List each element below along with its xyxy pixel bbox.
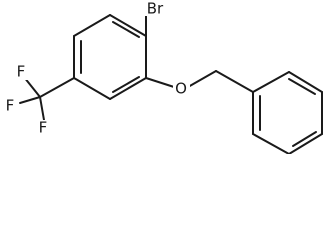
ring2-bond-b (252, 133, 290, 154)
phenyl-ring (252, 71, 323, 154)
fluorine-left-label: F (6, 97, 15, 115)
molecule-drawing: Br O F F F (3, 0, 323, 154)
c-f-left-bond (19, 96, 41, 104)
ring1-double-bond-right (112, 76, 140, 93)
o-ch2-bond (187, 70, 217, 88)
ring2-bond-c (288, 133, 323, 154)
fluorine-left-label-background (3, 98, 17, 114)
ring2-bond-f (252, 71, 290, 93)
atom-labels: Br O F F F (3, 0, 190, 137)
oxygen-label-background (173, 80, 190, 96)
ring1-bond-c3-c4 (109, 77, 147, 100)
fluorine-bottom-label-background (36, 120, 50, 136)
ring2-double-bond-top (288, 78, 316, 95)
ring1-bond-c1-c2 (109, 14, 147, 37)
oxygen-label: O (175, 80, 187, 98)
bromine-label-background (142, 0, 168, 16)
ring1-bond-c4-c5 (73, 77, 111, 100)
substituent-bonds (19, 15, 254, 121)
fluorine-top-label-background (14, 64, 28, 80)
c-o-bond (145, 77, 175, 88)
bromine-label: Br (147, 0, 164, 18)
ch2-phenyl-bond (215, 70, 254, 93)
substituted-benzene-ring (73, 14, 147, 100)
ring1-bond-c6-c1 (73, 14, 111, 37)
ring2-bond-e (288, 71, 323, 93)
structure-diagram: Br O F F F (3, 0, 323, 154)
fluorine-bottom-label: F (39, 119, 48, 137)
fluorine-top-label: F (17, 63, 26, 81)
ring1-double-bond-top (112, 21, 140, 38)
c-cf3-bond (39, 77, 75, 98)
ring2-double-bond-bottom (292, 131, 317, 147)
c-f-top-bond (23, 76, 41, 98)
c-f-bottom-bond (39, 96, 45, 121)
